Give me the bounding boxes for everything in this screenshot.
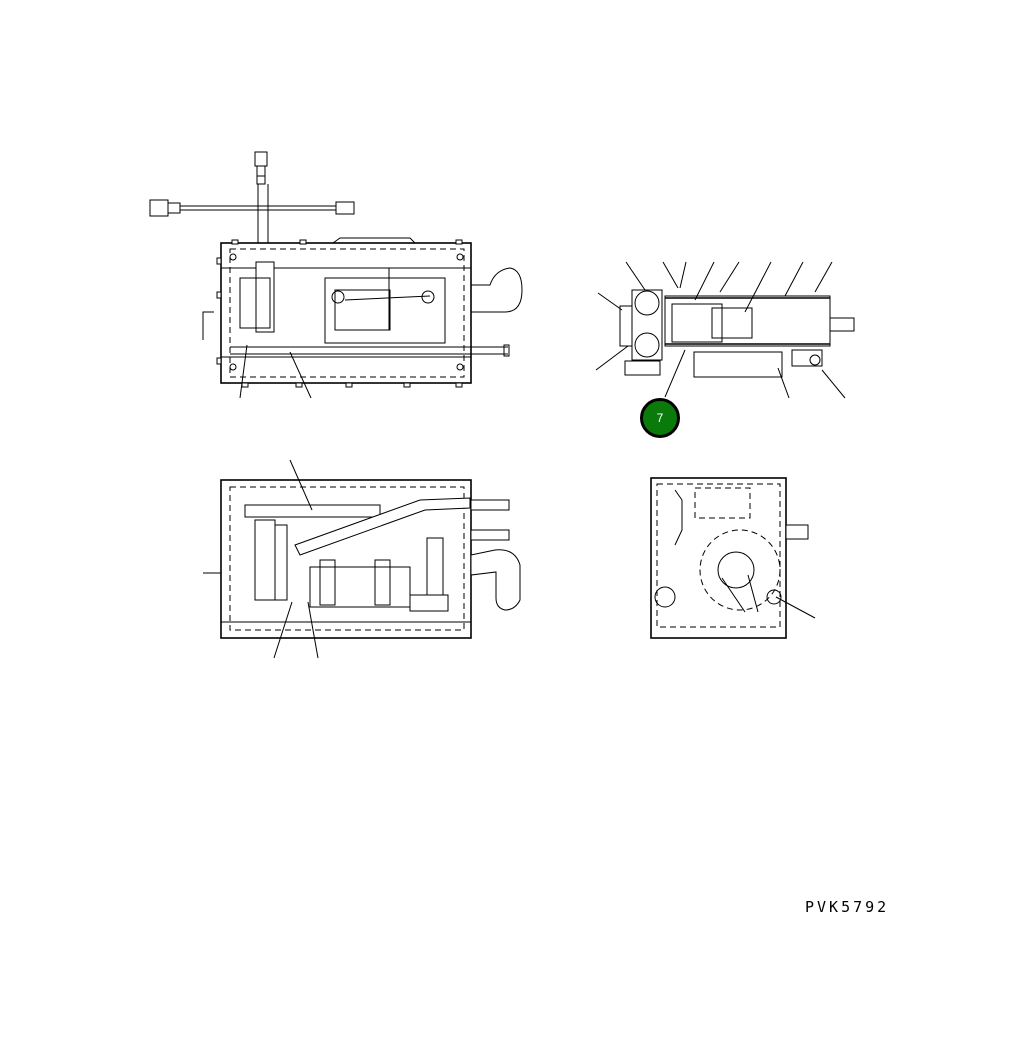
callout-7[interactable]: 7 [640,398,680,438]
drawing-code: PVK5792 [805,898,890,916]
callout-number: 7 [656,411,664,425]
end-view [650,477,816,639]
side-view [595,261,855,399]
top-view [149,151,523,399]
front-view [203,459,521,659]
